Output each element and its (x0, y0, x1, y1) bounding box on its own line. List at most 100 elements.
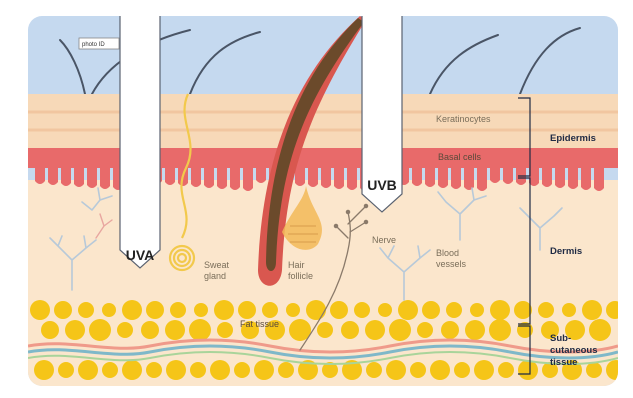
rete-ridge (165, 166, 175, 185)
fat-cell (141, 321, 159, 339)
fat-cell (606, 301, 624, 319)
fat-cell (538, 302, 554, 318)
rete-ridge (555, 166, 565, 188)
sweat-gland-label-line2: gland (204, 271, 226, 281)
fat-cell (122, 300, 142, 320)
fat-cell (122, 360, 142, 380)
fat-cell (586, 362, 602, 378)
rete-ridge (464, 166, 474, 190)
fat-cell (454, 362, 470, 378)
rete-ridge (61, 166, 71, 186)
fat-cell (417, 322, 433, 338)
rete-ridge (48, 166, 58, 185)
fat-cell (58, 362, 74, 378)
fat-cell (262, 302, 278, 318)
rete-ridge (256, 166, 266, 183)
fat-cell (170, 302, 186, 318)
fat-cell (378, 303, 392, 317)
subcutaneous-side-label-line3: tissue (550, 357, 577, 368)
fat-cell (430, 360, 450, 380)
fat-cell (78, 360, 98, 380)
fat-cell (446, 302, 462, 318)
fat-cell (41, 321, 59, 339)
rete-ridge (347, 166, 357, 190)
rete-ridge (321, 166, 331, 188)
fat-cell (34, 360, 54, 380)
rete-ridge (35, 166, 45, 184)
fat-cell (490, 300, 510, 320)
fat-cell (214, 300, 234, 320)
fat-cell (165, 320, 185, 340)
subcutaneous-side-label-line2: cutaneous (550, 345, 598, 356)
rete-ridge (308, 166, 318, 187)
rete-ridge (87, 166, 97, 188)
fat-cell (194, 303, 208, 317)
fat-cell (238, 301, 256, 319)
fat-cell (589, 319, 611, 341)
rete-ridge (477, 166, 487, 191)
rete-ridge (191, 166, 201, 187)
rete-ridge (334, 166, 344, 189)
dermis-side-label: Dermis (550, 246, 582, 257)
uva-beam: UVA (120, 0, 160, 268)
fat-cell (410, 362, 426, 378)
rete-ridge (204, 166, 214, 188)
rete-ridge (243, 166, 253, 191)
fat-cell (146, 362, 162, 378)
rete-ridge (217, 166, 227, 189)
nerve-label: Nerve (372, 235, 396, 245)
fat-cell (366, 362, 382, 378)
fat-cell (465, 320, 485, 340)
rete-ridge (230, 166, 240, 190)
rete-ridge (425, 166, 435, 187)
blood-vessels-label-line1: Blood (436, 248, 459, 258)
fat-cell (422, 301, 440, 319)
hair-follicle-label-line2: follicle (288, 271, 313, 281)
photo-tag-text: photo ID (82, 42, 105, 48)
fat-cell (582, 300, 602, 320)
rete-ridge (438, 166, 448, 188)
fat-cell (365, 320, 385, 340)
hair-follicle-label-line1: Hair (288, 260, 305, 270)
subcutaneous-side-label-line1: Sub- (550, 333, 571, 344)
rete-ridge (74, 166, 84, 187)
fat-cell (217, 322, 233, 338)
fat-cell (102, 362, 118, 378)
fat-tissue-label: Fat tissue (240, 319, 279, 329)
epidermis-side-label: Epidermis (550, 133, 596, 144)
rete-ridge (451, 166, 461, 189)
keratinocytes-label: Keratinocytes (436, 114, 491, 124)
fat-cell (474, 360, 494, 380)
fat-cell (386, 360, 406, 380)
rete-ridge (295, 166, 305, 186)
fat-cell (254, 360, 274, 380)
fat-cell (102, 303, 116, 317)
fat-cell (78, 302, 94, 318)
fat-cell (330, 301, 348, 319)
rete-ridge (581, 166, 591, 190)
rete-ridge (594, 166, 604, 191)
fat-cell (341, 321, 359, 339)
fat-cell (306, 300, 326, 320)
rete-ridge (100, 166, 110, 189)
fat-cell (117, 322, 133, 338)
sweat-gland-label-line1: Sweat (204, 260, 230, 270)
rete-ridge (568, 166, 578, 189)
rete-ridge (412, 166, 422, 186)
fat-cell (210, 360, 230, 380)
fat-cell (354, 302, 370, 318)
blood-vessels-label-line2: vessels (436, 259, 467, 269)
basal-cells-label: Basal cells (438, 152, 482, 162)
uvb-beam: UVB (362, 0, 402, 212)
fat-cell (389, 319, 411, 341)
uva-label: UVA (126, 247, 155, 263)
fat-cell (278, 362, 294, 378)
uvb-label: UVB (367, 177, 397, 193)
fat-cell (234, 362, 250, 378)
fat-cell (189, 319, 211, 341)
fat-cell (470, 303, 484, 317)
fat-cell (54, 301, 72, 319)
fat-cell (398, 300, 418, 320)
fat-cell (498, 362, 514, 378)
fat-cell (562, 303, 576, 317)
